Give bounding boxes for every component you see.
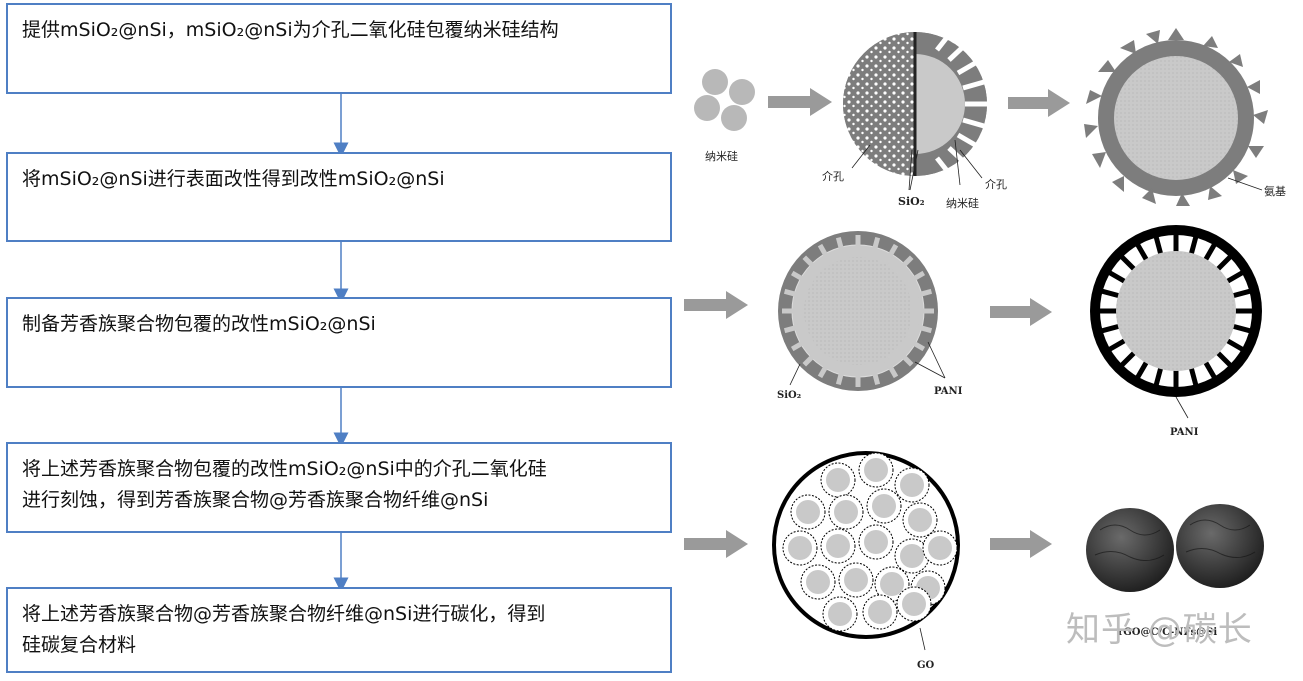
step-box-4: 将上述芳香族聚合物包覆的改性mSiO₂@nSi中的介孔二氧化硅 进行刻蚀，得到芳… — [6, 442, 672, 533]
step-3-line-1: 制备芳香族聚合物包覆的改性mSiO₂@nSi — [22, 313, 376, 335]
nano-si-particles — [694, 69, 755, 131]
process-arrow-1 — [768, 88, 832, 116]
amino-modified-particle — [1084, 28, 1268, 206]
label-amino: 氨基 — [1264, 185, 1286, 198]
step-4-line-1: 将上述芳香族聚合物包覆的改性mSiO₂@nSi中的介孔二氧化硅 — [22, 458, 547, 480]
go-wrapped-composite — [772, 451, 960, 639]
etched-pani-particle — [1090, 225, 1262, 397]
leader-lines-row2 — [789, 341, 946, 386]
process-arrow-2 — [1008, 89, 1070, 117]
label-go: GO — [917, 660, 935, 671]
process-arrow-6 — [990, 530, 1052, 558]
step-5-line-1: 将上述芳香族聚合物@芳香族聚合物纤维@nSi进行碳化，得到 — [22, 603, 546, 625]
step-box-2: 将mSiO₂@nSi进行表面改性得到改性mSiO₂@nSi — [6, 152, 672, 242]
leader-go — [919, 627, 926, 651]
label-sio2-row2: SiO₂ — [777, 390, 801, 401]
label-nano-si-core: 纳米硅 — [946, 197, 979, 210]
watermark: 知乎 @碳长 — [1066, 610, 1253, 650]
step-2-line-1: 将mSiO₂@nSi进行表面改性得到改性mSiO₂@nSi — [22, 168, 445, 190]
process-arrow-4 — [990, 298, 1052, 326]
final-composite-spheres — [1086, 504, 1264, 592]
pani-coated-particle — [778, 231, 938, 391]
step-box-1: 提供mSiO₂@nSi，mSiO₂@nSi为介孔二氧化硅包覆纳米硅结构 — [6, 3, 672, 94]
leader-pani-row2b — [1175, 396, 1189, 419]
step-1-line-1: 提供mSiO₂@nSi，mSiO₂@nSi为介孔二氧化硅包覆纳米硅结构 — [22, 19, 559, 41]
step-4-line-2: 进行刻蚀，得到芳香族聚合物@芳香族聚合物纤维@nSi — [22, 489, 489, 511]
label-pani-row2: PANI — [934, 386, 963, 397]
leader-lines-row1 — [851, 139, 983, 191]
process-arrow-5 — [684, 530, 748, 558]
msio2-nsi-particle — [843, 32, 987, 176]
label-mesopore-left: 介孔 — [822, 170, 844, 183]
step-box-3: 制备芳香族聚合物包覆的改性mSiO₂@nSi — [6, 297, 672, 388]
label-mesopore-right: 介孔 — [985, 178, 1007, 191]
label-sio2-row1: SiO₂ — [898, 195, 925, 208]
step-box-5: 将上述芳香族聚合物@芳香族聚合物纤维@nSi进行碳化，得到 硅碳复合材料 — [6, 587, 672, 673]
process-arrow-3 — [684, 291, 748, 319]
label-nano-si: 纳米硅 — [705, 150, 738, 163]
leader-amino — [1227, 177, 1263, 191]
step-5-line-2: 硅碳复合材料 — [22, 634, 137, 656]
label-final-caption: rGO@C/C-NFs@Si — [1118, 627, 1217, 638]
label-pani-row2b: PANI — [1170, 427, 1199, 438]
